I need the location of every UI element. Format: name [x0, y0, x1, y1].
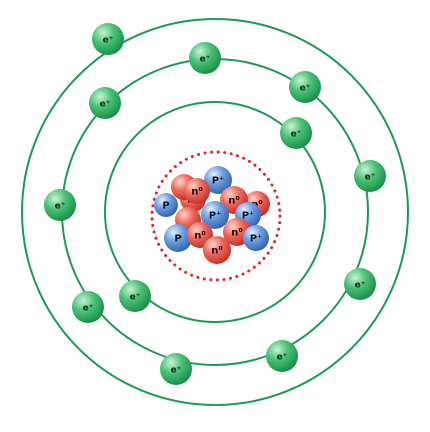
electron-sphere — [280, 117, 312, 149]
proton-sphere — [201, 201, 229, 229]
electron-label: e⁺ — [277, 353, 288, 363]
electron-sphere — [344, 268, 376, 300]
electron-sphere — [266, 340, 298, 372]
electron-label: e⁺ — [83, 304, 94, 314]
neutron-label: n⁰ — [231, 228, 243, 239]
electron-particle-4: e⁺ — [89, 87, 121, 119]
neutron-label: n⁰ — [251, 200, 263, 211]
inner-orbit — [104, 101, 326, 323]
electron-label: e⁺ — [365, 173, 376, 183]
electron-particle-6: e⁺ — [354, 160, 386, 192]
proton-particle-10: P — [164, 224, 192, 252]
electron-particle-7: e⁺ — [44, 189, 76, 221]
electrons: e⁺ e⁺ e⁺ e⁺ e⁺ e⁺ e⁺ e⁺ e⁺ e⁺ e⁺ e⁺ — [44, 23, 386, 385]
outer-orbit — [21, 18, 409, 406]
proton-sphere — [154, 193, 178, 217]
neutron-particle-6: n⁰ — [184, 178, 210, 204]
electron-particle-8: e⁺ — [344, 268, 376, 300]
electron-particle-9: e⁺ — [119, 280, 151, 312]
electron-sphere — [92, 23, 124, 55]
proton-sphere — [164, 224, 192, 252]
electron-sphere — [189, 42, 221, 74]
electron-label: e⁺ — [291, 130, 302, 140]
proton-particle-11: P⁺ — [201, 201, 229, 229]
nucleus-boundary — [150, 150, 282, 282]
proton-label: P⁺ — [209, 211, 222, 222]
proton-sphere — [204, 166, 232, 194]
electron-particle-5: e⁺ — [280, 117, 312, 149]
electron-sphere — [289, 71, 321, 103]
electron-particle-1: e⁺ — [92, 23, 124, 55]
electron-sphere — [160, 353, 192, 385]
electron-label: e⁺ — [171, 366, 182, 376]
proton-label: P⁺ — [250, 234, 263, 245]
electron-label: e⁺ — [100, 100, 111, 110]
electron-sphere — [89, 87, 121, 119]
electron-sphere — [44, 189, 76, 221]
electron-sphere — [354, 160, 386, 192]
electron-sphere — [72, 291, 104, 323]
electron-label: e⁺ — [130, 293, 141, 303]
electron-label: e⁺ — [300, 84, 311, 94]
neutron-label: n⁰ — [191, 187, 203, 198]
proton-particle-14: P⁺ — [243, 225, 269, 251]
electron-particle-2: e⁺ — [189, 42, 221, 74]
electron-label: e⁺ — [103, 36, 114, 46]
proton-label: P — [162, 201, 169, 212]
electron-particle-3: e⁺ — [289, 71, 321, 103]
electron-particle-12: e⁺ — [160, 353, 192, 385]
electron-particle-11: e⁺ — [266, 340, 298, 372]
proton-particle-2: P — [154, 193, 178, 217]
proton-particle-5: P⁺ — [204, 166, 232, 194]
electron-label: e⁺ — [55, 202, 66, 212]
neutron-particle-15: n⁰ — [203, 236, 231, 264]
electron-particle-10: e⁺ — [72, 291, 104, 323]
proton-label: P⁺ — [212, 176, 225, 187]
electron-sphere — [119, 280, 151, 312]
neutron-label: n⁰ — [194, 231, 206, 242]
proton-label: P — [174, 234, 181, 245]
electron-label: e⁺ — [200, 55, 211, 65]
electron-label: e⁺ — [355, 281, 366, 291]
neutron-sphere — [203, 236, 231, 264]
neutron-sphere — [184, 178, 210, 204]
neutron-label: n⁰ — [228, 196, 240, 207]
proton-sphere — [243, 225, 269, 251]
proton-label: P⁺ — [242, 211, 255, 222]
neutron-label: n⁰ — [211, 246, 223, 257]
